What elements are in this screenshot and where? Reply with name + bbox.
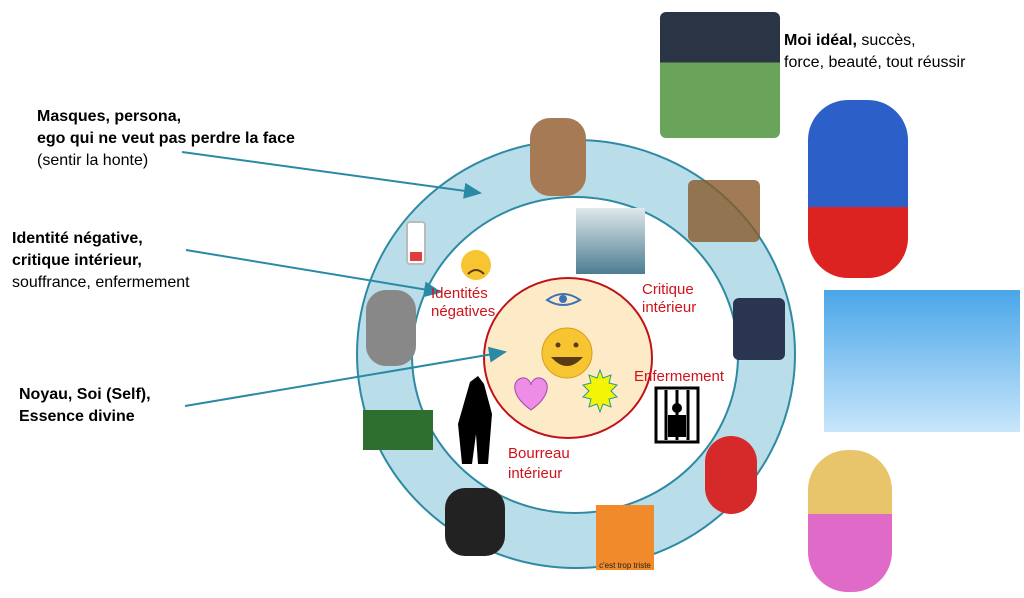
jail-icon <box>654 386 700 444</box>
pointing-hand-picture <box>576 208 645 274</box>
identite-title: Identité négative, <box>12 230 143 247</box>
label-masques: Masques, persona, ego qui ne veut pas pe… <box>37 106 295 172</box>
ideal-note-1: succès, <box>856 32 916 49</box>
superman-picture <box>808 100 908 278</box>
identite-subtitle: critique intérieur, <box>12 252 142 269</box>
ideal-note-2: force, beauté, tout réussir <box>784 54 966 71</box>
eye-of-horus-icon <box>545 293 582 306</box>
heart-icon <box>514 377 548 411</box>
devil-businessman-picture <box>733 298 785 360</box>
label-bourreau: Bourreau intérieur <box>508 444 570 484</box>
masques-note: (sentir la honte) <box>37 152 149 169</box>
critique-line1: Critique <box>642 281 694 298</box>
picture-caption: c'est trop triste <box>599 561 651 570</box>
label-identite: Identité négative, critique intérieur, s… <box>12 228 190 294</box>
smiley-icon <box>541 327 593 379</box>
shadow-figure-icon <box>458 376 492 464</box>
arrow-noyau <box>184 346 507 407</box>
calimero-picture: c'est trop triste <box>596 505 654 570</box>
teacher-picture <box>363 410 433 450</box>
label-enfermement: Enfermement <box>634 368 724 386</box>
identites-line1: Identités <box>431 285 488 302</box>
arrow-identite <box>185 249 442 298</box>
barbie-picture <box>808 450 892 592</box>
sad-face-icon <box>461 250 491 280</box>
flying-superwoman-picture <box>824 290 1020 432</box>
masques-subtitle: ego qui ne veut pas perdre la face <box>37 130 295 147</box>
noyau-subtitle: Essence divine <box>19 408 135 425</box>
enfermement-text: Enfermement <box>634 368 725 385</box>
label-noyau: Noyau, Soi (Self), Essence divine <box>19 384 151 428</box>
barbarian-picture <box>530 118 586 196</box>
zorro-picture <box>445 488 505 556</box>
identite-note: souffrance, enfermement <box>12 274 190 291</box>
sun-icon <box>582 368 618 414</box>
magician-picture <box>366 290 416 366</box>
bourreau-line2: intérieur <box>508 465 563 482</box>
critique-line2: intérieur <box>642 299 697 316</box>
puppet-master-picture <box>705 436 757 514</box>
masques-title: Masques, persona, <box>37 108 182 125</box>
arrow-masques <box>181 151 482 199</box>
money-businessman-picture <box>660 12 780 138</box>
alcohol-picture <box>688 180 760 242</box>
noyau-title: Noyau, Soi (Self), <box>19 386 151 403</box>
bourreau-line1: Bourreau <box>508 445 570 462</box>
identites-line2: négatives <box>431 303 496 320</box>
label-ideal: Moi idéal, succès, force, beauté, tout r… <box>784 30 965 74</box>
ideal-title: Moi idéal, <box>784 32 857 49</box>
